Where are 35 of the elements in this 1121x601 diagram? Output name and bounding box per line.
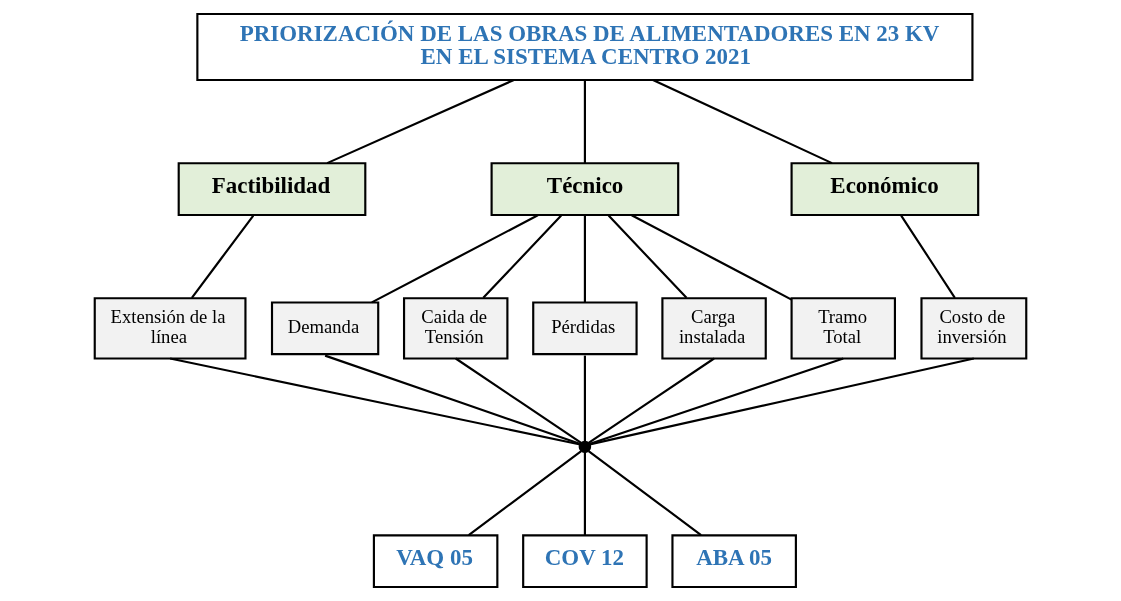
node-box: Factibilidad	[177, 162, 367, 217]
node-box: Caida de Tensión	[402, 297, 509, 360]
connector	[652, 79, 833, 165]
connector	[588, 357, 715, 444]
connector	[900, 214, 956, 299]
connector	[583, 215, 586, 303]
node-circle	[578, 440, 592, 454]
connector	[191, 214, 255, 299]
node-box: Económico	[790, 162, 980, 217]
connector	[587, 450, 702, 536]
connector	[169, 357, 581, 446]
connector	[589, 357, 975, 446]
connector	[589, 357, 844, 445]
connector	[482, 214, 562, 299]
connector	[583, 452, 586, 536]
node-box: Pérdidas	[532, 301, 638, 356]
node-box: Demanda	[270, 301, 380, 356]
connector	[326, 79, 515, 165]
node-box: PRIORIZACIÓN DE LAS OBRAS DE ALIMENTADORES EN 23 KV EN EL SISTEMA CENTRO 2021	[196, 12, 974, 82]
node-box: Técnico	[490, 162, 680, 217]
node-box: Costo de inversión	[920, 297, 1028, 360]
connector	[468, 450, 582, 536]
node-box: ABA 05	[671, 534, 797, 589]
connector	[631, 214, 792, 301]
node-box: Tramo Total	[790, 297, 896, 360]
connector	[583, 355, 586, 442]
connector	[607, 214, 688, 299]
connector	[371, 214, 539, 304]
node-box: Carga instalada	[661, 297, 767, 360]
node-box: COV 12	[522, 534, 648, 589]
connector	[455, 357, 582, 444]
connector	[583, 80, 586, 164]
node-box: VAQ 05	[372, 534, 499, 589]
connector	[324, 354, 581, 445]
node-box: Extensión de la línea	[93, 297, 247, 360]
